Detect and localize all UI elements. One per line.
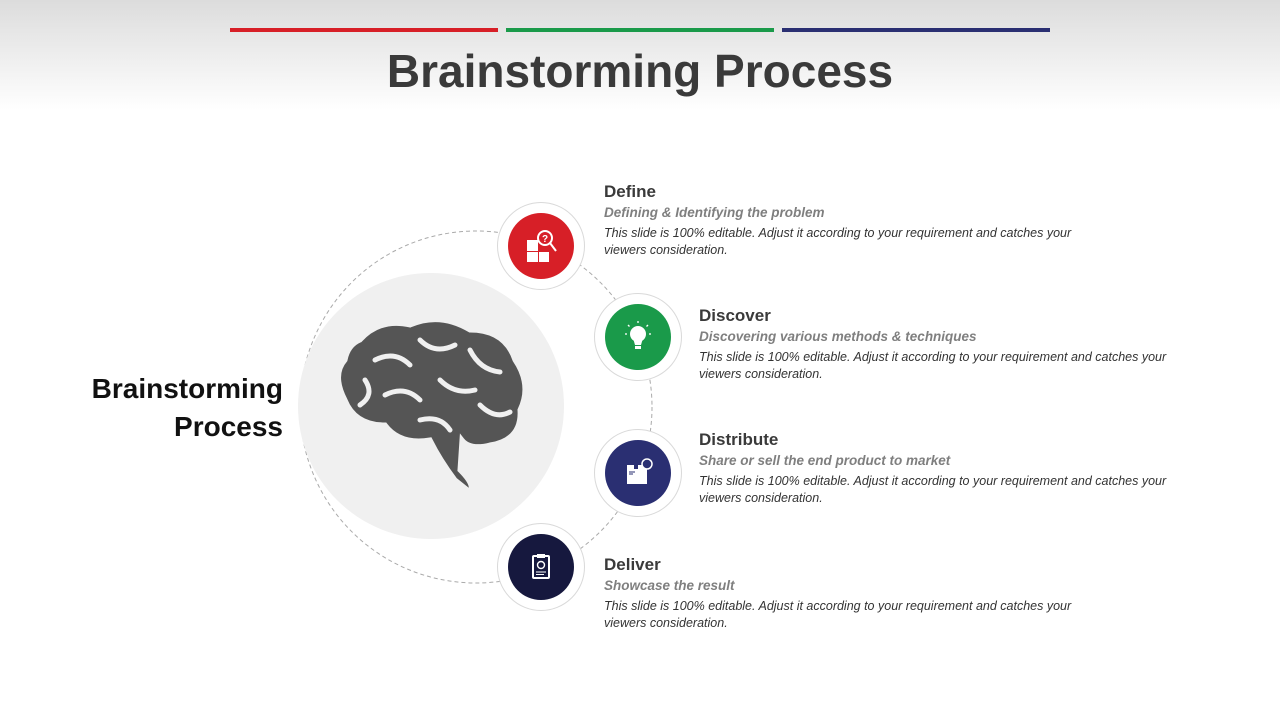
step-node-define: ? bbox=[497, 202, 585, 290]
accent-bar-blue bbox=[782, 28, 1050, 32]
step-description: This slide is 100% editable. Adjust it a… bbox=[699, 350, 1167, 381]
puzzle-search-icon: ? bbox=[508, 213, 574, 279]
step-description: This slide is 100% editable. Adjust it a… bbox=[604, 599, 1072, 630]
step-description: This slide is 100% editable. Adjust it a… bbox=[699, 474, 1167, 505]
svg-text:?: ? bbox=[542, 234, 548, 245]
dashed-orbit bbox=[299, 230, 653, 584]
lightbulb-icon bbox=[605, 304, 671, 370]
side-title-line1: Brainstorming bbox=[91, 373, 283, 404]
step-distribute: Distribute Share or sell the end product… bbox=[699, 429, 1179, 507]
header-background bbox=[0, 0, 1280, 110]
step-title: Distribute bbox=[699, 430, 779, 449]
page-title: Brainstorming Process bbox=[386, 45, 894, 97]
side-title: Brainstorming Process bbox=[60, 370, 283, 446]
package-share-icon bbox=[605, 440, 671, 506]
step-node-deliver bbox=[497, 523, 585, 611]
side-title-line2: Process bbox=[174, 411, 283, 442]
step-title: Define bbox=[604, 182, 656, 201]
step-node-distribute bbox=[594, 429, 682, 517]
step-title: Discover bbox=[699, 306, 771, 325]
accent-bar-green bbox=[506, 28, 774, 32]
step-node-discover bbox=[594, 293, 682, 381]
brain-icon bbox=[336, 317, 528, 496]
step-subtitle: Showcase the result bbox=[604, 578, 735, 593]
step-discover: Discover Discovering various methods & t… bbox=[699, 305, 1179, 383]
step-subtitle: Defining & Identifying the problem bbox=[604, 205, 825, 220]
step-define: Define Defining & Identifying the proble… bbox=[604, 181, 1084, 259]
step-subtitle: Discovering various methods & techniques bbox=[699, 329, 977, 344]
clipboard-check-icon bbox=[508, 534, 574, 600]
step-title: Deliver bbox=[604, 555, 661, 574]
step-description: This slide is 100% editable. Adjust it a… bbox=[604, 226, 1072, 257]
step-subtitle: Share or sell the end product to market bbox=[699, 453, 951, 468]
step-deliver: Deliver Showcase the result This slide i… bbox=[604, 554, 1084, 632]
accent-bar-red bbox=[230, 28, 498, 32]
